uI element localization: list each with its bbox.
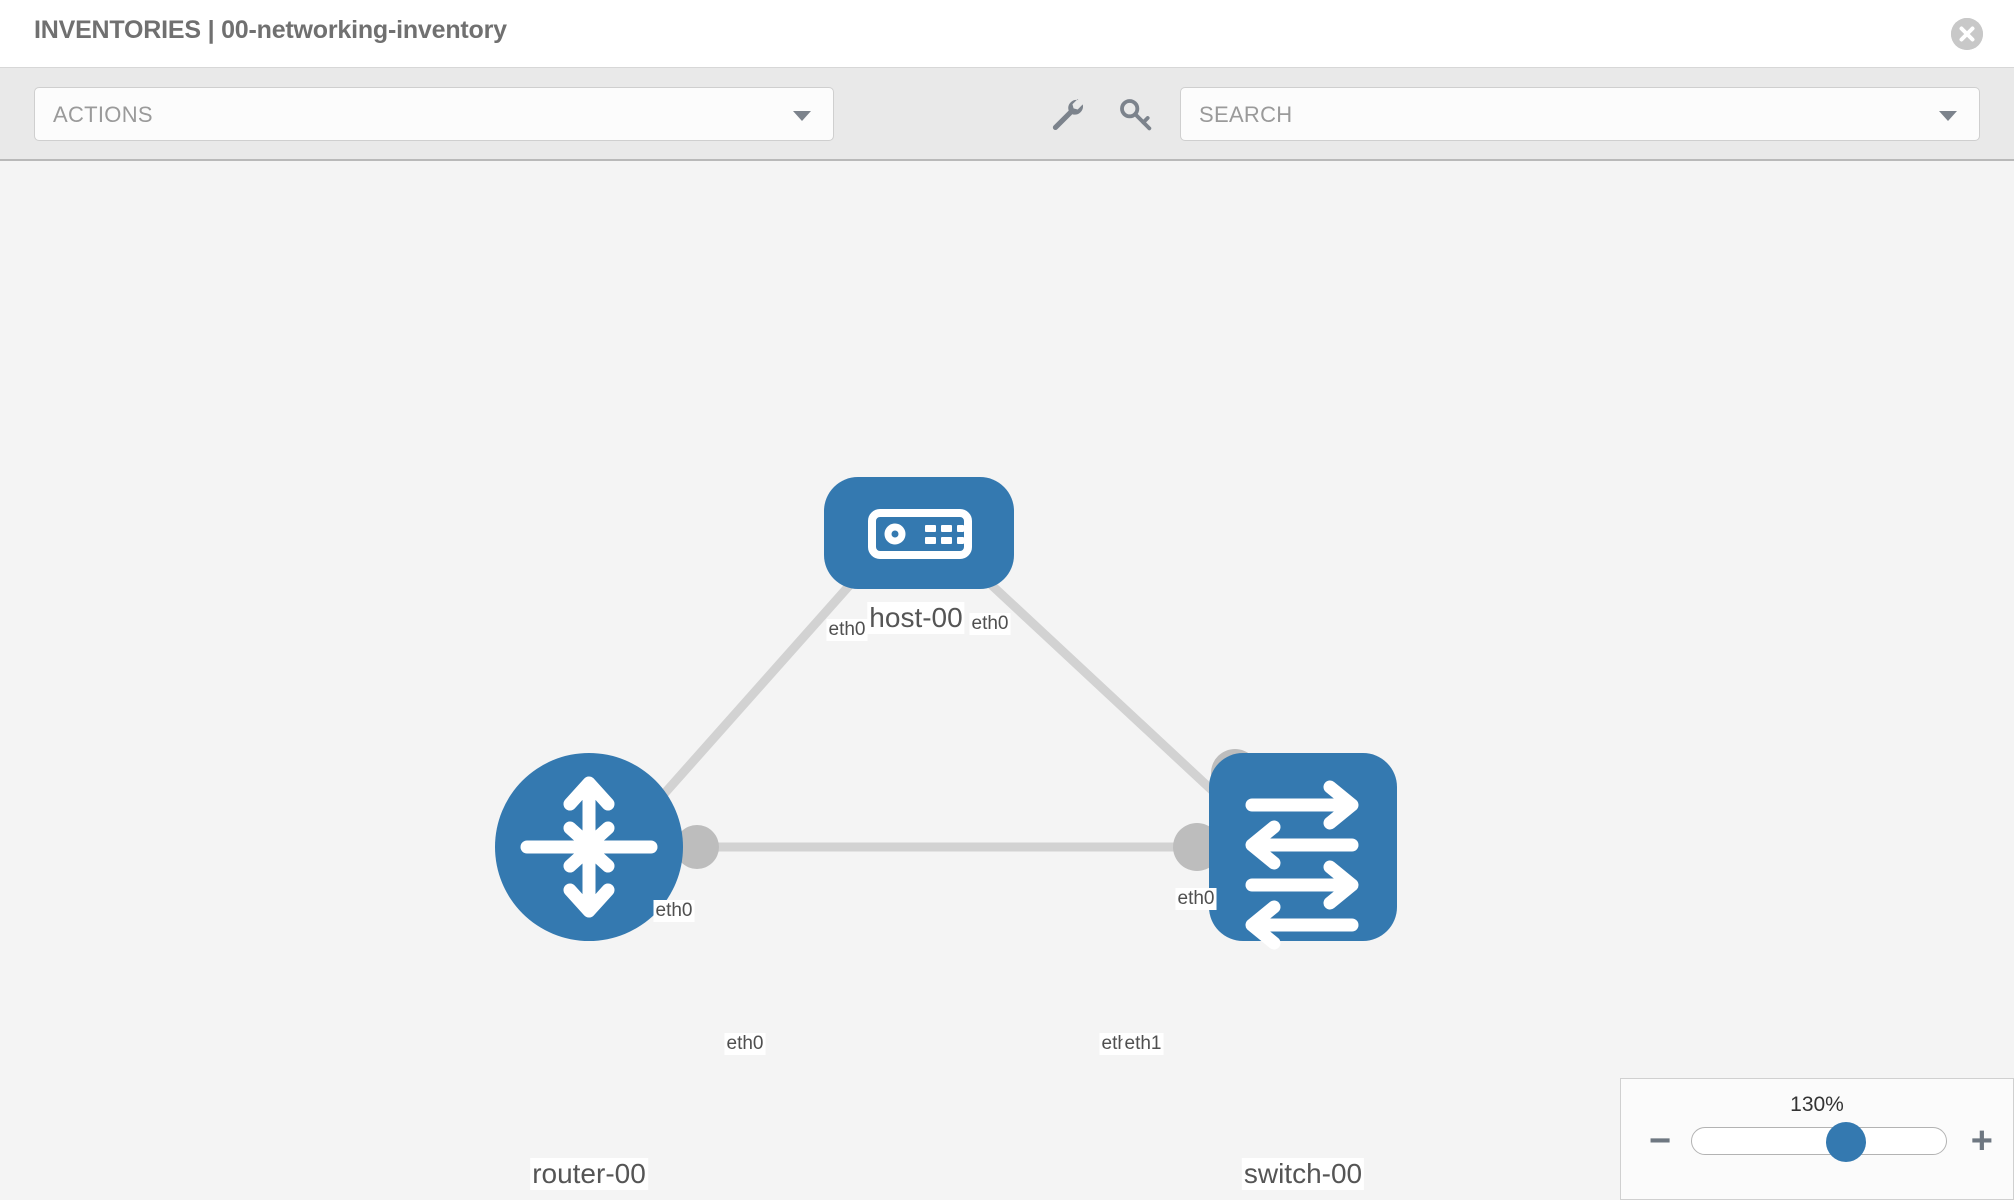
iface-label: eth0 [653,900,695,922]
link-group [635,546,1250,852]
four-arrows-icon [520,776,658,918]
zoom-level-label: 130% [1790,1093,1844,1116]
node-host-00 [824,477,1014,589]
iface-label: eth0 [1175,888,1217,910]
swap-arrows-icon [1245,780,1359,950]
toolbar: ACTIONS SEARCH [0,68,2014,161]
zoom-slider[interactable] [1691,1122,1947,1162]
link-host00-router00 [635,546,885,826]
plus-icon[interactable]: + [1970,1120,1993,1162]
node-label-router-00: router-00 [530,1158,648,1190]
link-host00-switch00 [950,546,1250,826]
wrench-icon[interactable] [1048,95,1088,135]
page-title: INVENTORIES | 00-networking-inventory [34,16,507,44]
search-placeholder: SEARCH [1199,102,1293,127]
page-header: INVENTORIES | 00-networking-inventory [0,0,2014,68]
topology-canvas[interactable]: eth0 eth0 eth0 eth0 eth0 eth0 eth1 host-… [0,161,2014,1200]
port-router00-eth0 [675,825,719,869]
zoom-control: 130% − + [1620,1078,2014,1200]
node-label-host-00: host-00 [867,602,965,634]
iface-label: eth0 [969,613,1011,635]
chevron-down-icon[interactable] [1939,111,1957,121]
iface-label: eth0 [826,619,868,641]
iface-label: eth0 [724,1033,766,1055]
close-icon[interactable] [1951,18,1983,50]
node-label-switch-00: switch-00 [1241,1158,1365,1190]
actions-dropdown[interactable]: ACTIONS [34,87,834,141]
node-router-00 [495,753,683,941]
iface-label: eth1 [1122,1033,1164,1055]
search-input[interactable]: SEARCH [1180,87,1980,141]
node-switch-00 [1209,753,1397,950]
server-icon [868,509,972,559]
chevron-down-icon [793,111,811,121]
key-icon[interactable] [1116,95,1156,135]
zoom-slider-thumb[interactable] [1825,1122,1866,1162]
actions-dropdown-label: ACTIONS [53,102,153,127]
topology-graph [495,477,1397,950]
minus-icon[interactable]: − [1649,1120,1672,1162]
